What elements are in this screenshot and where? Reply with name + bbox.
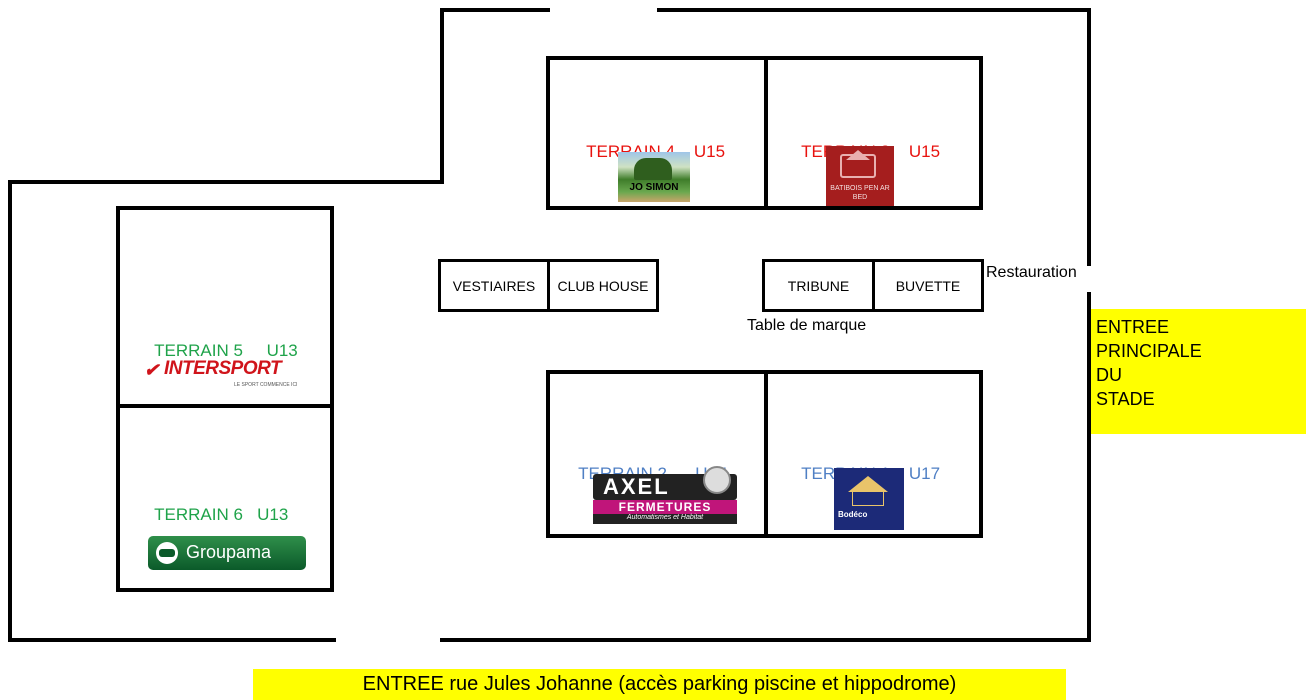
intersport-tagline: LE SPORT COMMENCE ICI — [234, 382, 298, 388]
groupama-text: Groupama — [186, 542, 272, 562]
table-de-marque-label: Table de marque — [747, 317, 867, 334]
vestiaires-building: VESTIAIRES — [438, 259, 550, 312]
batibois-logo: BATIBOIS PEN AR BED — [826, 146, 894, 206]
bodeco-logo: Bodéco — [834, 468, 904, 530]
main-entrance-label: ENTREE PRINCIPALE DU STADE — [1091, 309, 1306, 434]
house-icon — [848, 476, 888, 492]
batibois-text: BATIBOIS PEN AR BED — [830, 185, 890, 201]
axel-tagline: Automatismes et Habitat — [626, 514, 704, 521]
axel-fermetures-logo: AXEL FERMETURES Automatismes et Habitat — [593, 466, 737, 526]
restauration-label: Restauration — [986, 264, 1077, 281]
intersport-logo: ✔ INTERSPORT LE SPORT COMMENCE ICI — [144, 358, 304, 392]
jo-simon-logo: JO SIMON — [618, 152, 690, 202]
terrain-1 — [764, 370, 983, 538]
terrain-6-label: TERRAIN 6 U13 — [154, 505, 289, 524]
axel-text: AXEL — [603, 474, 670, 499]
club-house-building: CLUB HOUSE — [547, 259, 659, 312]
tribune-building: TRIBUNE — [762, 259, 875, 312]
buvette-building: BUVETTE — [872, 259, 984, 312]
rue-entrance-label: ENTREE rue Jules Johanne (accès parking … — [253, 669, 1066, 700]
axel-fermetures-text: FERMETURES — [618, 500, 712, 514]
axel-emblem-icon — [703, 466, 731, 494]
terrain-3 — [764, 56, 983, 210]
intersport-text: INTERSPORT — [164, 358, 282, 379]
intersport-swoosh-icon: ✔ — [144, 360, 160, 380]
jo-simon-text: JO SIMON — [629, 182, 679, 193]
bodeco-text: Bodéco — [838, 510, 868, 519]
groupama-logo: Groupama — [148, 536, 306, 570]
terrain-6 — [116, 404, 334, 592]
terrain-5-label: TERRAIN 5 U13 — [154, 341, 298, 360]
